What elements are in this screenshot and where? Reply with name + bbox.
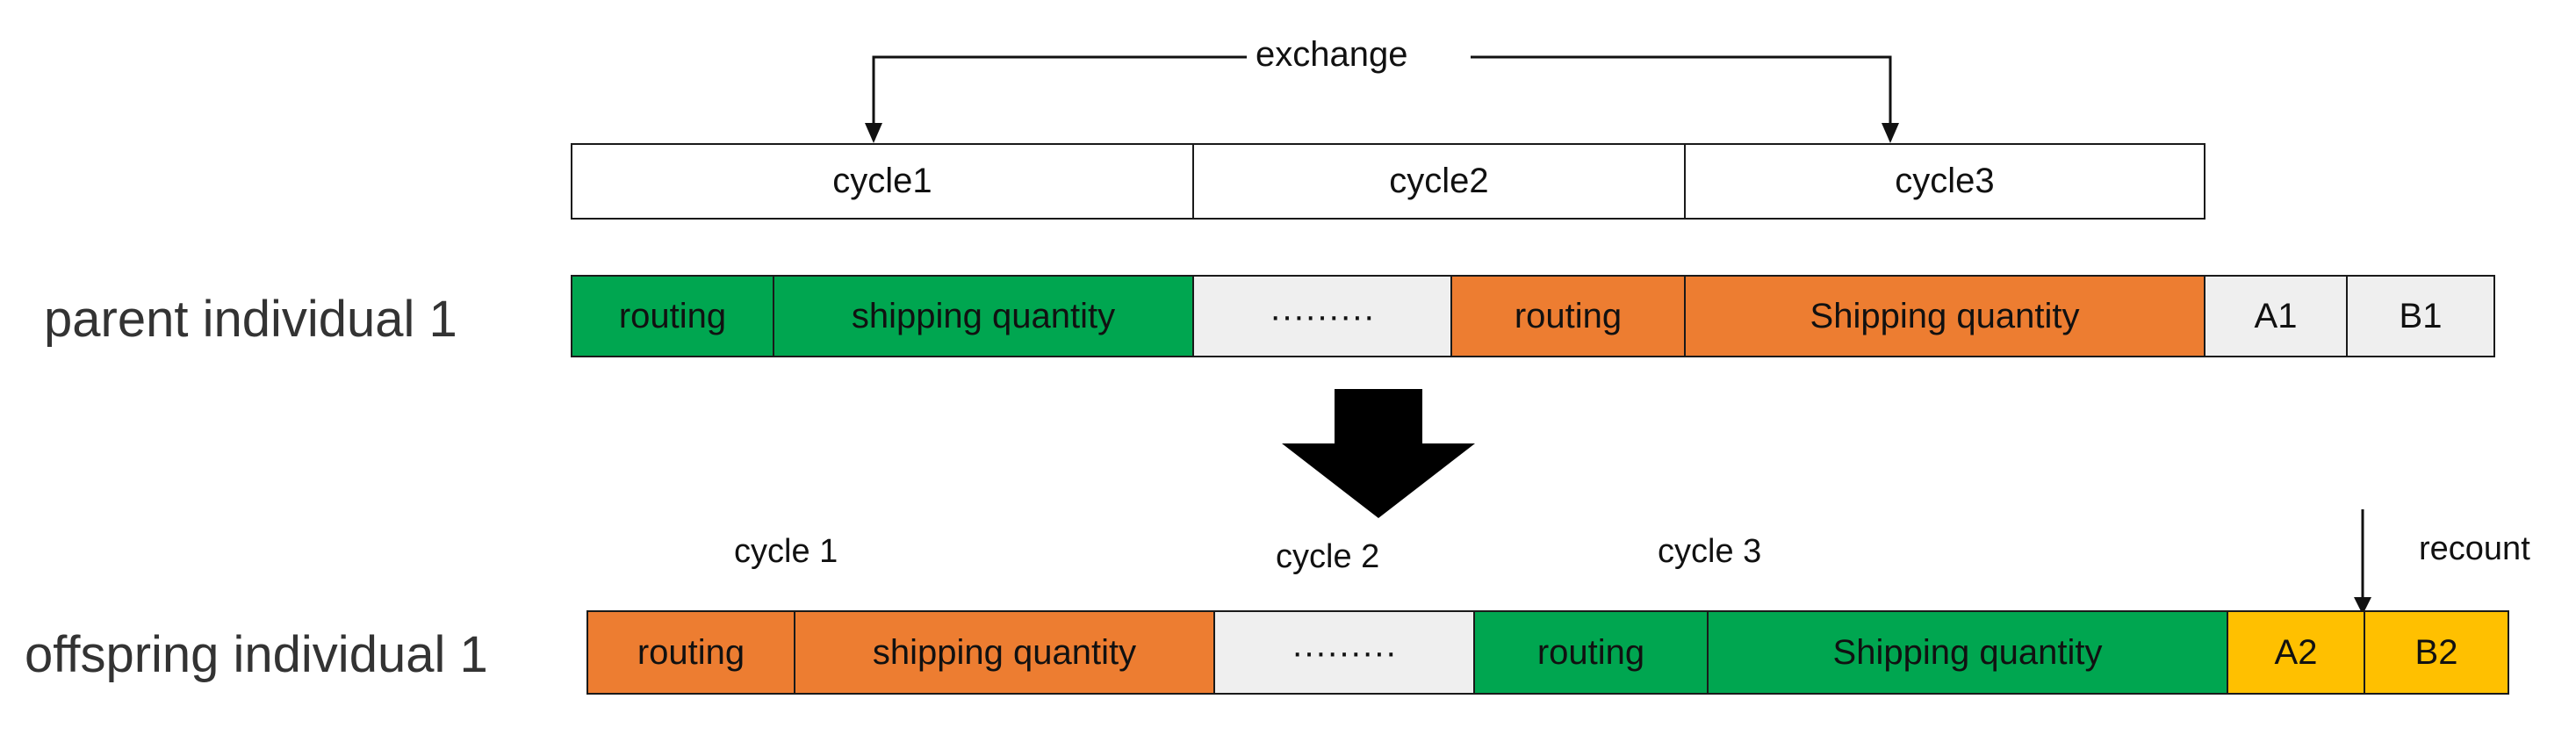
exchange-arrowhead-left bbox=[865, 123, 882, 143]
down-arrow-icon bbox=[1282, 389, 1475, 518]
segment-text: B2 bbox=[2414, 632, 2458, 672]
segment-text: routing bbox=[1514, 296, 1623, 335]
offspring-label: offspring individual 1 bbox=[25, 626, 488, 683]
exchange-connector-right bbox=[1471, 55, 1892, 141]
segment-text: B1 bbox=[2399, 296, 2443, 335]
segment-text: routing bbox=[1536, 632, 1645, 672]
segment-text: A2 bbox=[2274, 632, 2318, 672]
offspring-segment-routing-3: routing bbox=[1473, 610, 1709, 695]
segment-text: ········· bbox=[1270, 296, 1375, 335]
cycle-box-3: cycle3 bbox=[1684, 143, 2205, 220]
segment-text: shipping quantity bbox=[851, 296, 1116, 335]
exchange-connector bbox=[872, 55, 1247, 141]
segment-text: A1 bbox=[2254, 296, 2298, 335]
parent-segment-shipping-1: shipping quantity bbox=[773, 275, 1194, 357]
parent-segment-routing-3: routing bbox=[1450, 275, 1686, 357]
offspring-segment-routing-1: routing bbox=[586, 610, 795, 695]
cycle-label-3: cycle3 bbox=[1895, 162, 1995, 200]
offspring-segment-shipping-3: Shipping quantity bbox=[1707, 610, 2228, 695]
recount-arrowhead bbox=[2354, 597, 2371, 615]
offspring-cycle-label-3: cycle 3 bbox=[1658, 533, 1762, 570]
parent-segment-ellipsis: ········· bbox=[1192, 275, 1452, 357]
segment-text: shipping quantity bbox=[872, 632, 1137, 672]
offspring-segment-ellipsis: ········· bbox=[1213, 610, 1475, 695]
cycle-label-2: cycle2 bbox=[1389, 162, 1489, 200]
offspring-segment-shipping-1: shipping quantity bbox=[794, 610, 1215, 695]
recount-label: recount bbox=[2419, 530, 2530, 567]
cycle-box-2: cycle2 bbox=[1192, 143, 1686, 220]
parent-label: parent individual 1 bbox=[44, 291, 457, 348]
parent-segment-a1: A1 bbox=[2204, 275, 2348, 357]
offspring-segment-b2: B2 bbox=[2364, 610, 2509, 695]
exchange-label: exchange bbox=[1256, 35, 1408, 74]
cycle-box-1: cycle1 bbox=[571, 143, 1194, 220]
segment-text: Shipping quantity bbox=[1832, 632, 2103, 672]
segment-text: routing bbox=[618, 296, 727, 335]
offspring-cycle-label-1: cycle 1 bbox=[734, 533, 838, 570]
offspring-cycle-label-2: cycle 2 bbox=[1276, 538, 1380, 575]
offspring-segment-a2: A2 bbox=[2227, 610, 2365, 695]
segment-text: Shipping quantity bbox=[1810, 296, 2080, 335]
segment-text: ········· bbox=[1292, 632, 1397, 672]
segment-text: routing bbox=[637, 632, 745, 672]
exchange-arrowhead-right bbox=[1882, 123, 1899, 143]
cycle-label-1: cycle1 bbox=[832, 162, 932, 200]
parent-segment-routing-1: routing bbox=[571, 275, 774, 357]
parent-segment-shipping-3: Shipping quantity bbox=[1684, 275, 2205, 357]
parent-segment-b1: B1 bbox=[2346, 275, 2495, 357]
